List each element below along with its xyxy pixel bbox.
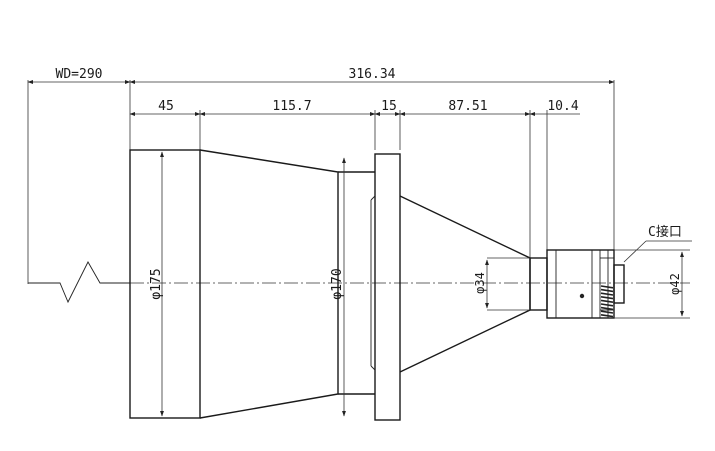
conical-section	[199, 149, 339, 419]
dim-15-text: 15	[381, 99, 397, 114]
c-mount-body	[546, 249, 625, 319]
knurl-tooth	[600, 314, 614, 318]
rear-cone	[399, 195, 531, 373]
dia-42-text: φ42	[668, 273, 682, 295]
dim-45-text: 45	[158, 99, 174, 114]
diameter-dimensions: φ175 φ170 φ34 φ42	[149, 151, 690, 417]
dia-34-text: φ34	[473, 272, 487, 294]
dia-170-text: φ170	[330, 268, 345, 299]
wd-dimension-text: WD=290	[56, 67, 103, 82]
dim-10-4-text: 10.4	[547, 99, 578, 114]
flange	[374, 153, 401, 421]
neck	[529, 257, 548, 311]
knurled-focus-ring	[600, 285, 614, 318]
working-distance-break-line	[28, 261, 130, 304]
front-barrel	[129, 149, 201, 419]
dim-115-7-text: 115.7	[272, 99, 311, 114]
knurl-tooth	[600, 303, 614, 307]
dia-175-text: φ175	[149, 268, 164, 299]
dim-87-51-text: 87.51	[448, 99, 487, 114]
c-mount-callout: C接口	[623, 224, 692, 263]
c-mount-label: C接口	[648, 224, 682, 240]
knurl-tooth	[600, 306, 614, 311]
knurl-tooth	[600, 310, 614, 314]
total-length-dimension-text: 316.34	[349, 67, 396, 82]
knurl-tooth	[600, 296, 614, 300]
knurl-tooth	[600, 299, 614, 303]
extension-lines	[27, 80, 615, 284]
knurl-tooth	[600, 285, 614, 289]
horizontal-dimensions: WD=290 316.34 45 115.7 15 87.51 10.4	[27, 67, 615, 116]
knurl-tooth	[600, 292, 614, 296]
lens-body	[129, 149, 625, 421]
knurl-tooth	[600, 288, 614, 293]
